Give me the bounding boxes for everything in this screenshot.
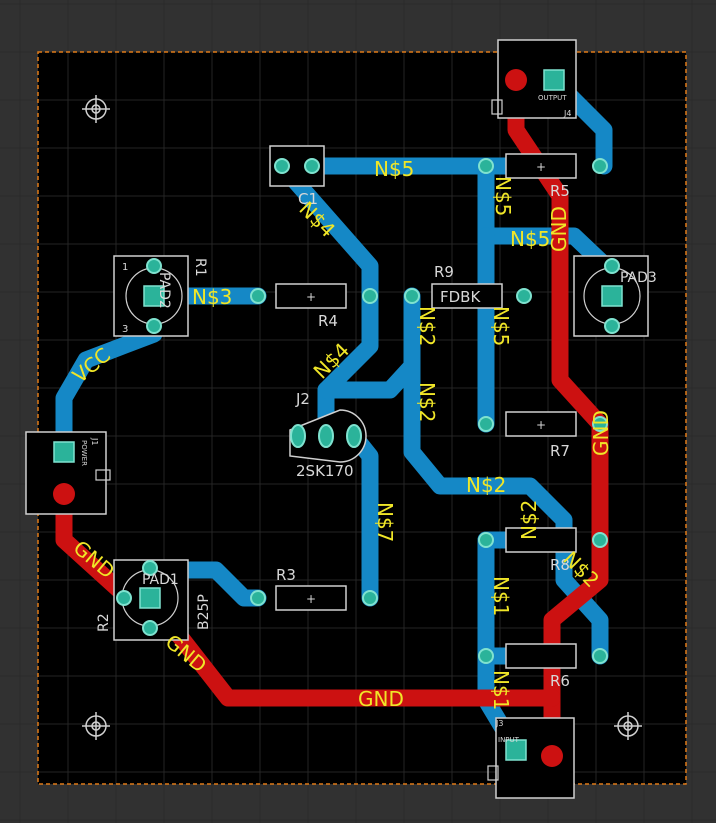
pad-square <box>143 285 165 307</box>
trace-n4-down <box>317 289 379 445</box>
net-label-gnd: GND <box>589 410 613 456</box>
red-pads <box>53 69 563 767</box>
resistor-r8 <box>505 527 577 553</box>
label-power: POWER <box>80 440 88 466</box>
label-r2: R2 <box>96 613 112 632</box>
svg-text:+: + <box>306 290 316 304</box>
mounting-hole <box>614 712 642 740</box>
trace-n2 <box>403 287 573 569</box>
jfet-pads <box>290 424 362 448</box>
label-pad2: PAD2 <box>156 272 172 309</box>
net-label-n2: N$2 <box>466 473 506 497</box>
label-j4: J4 <box>563 109 571 118</box>
net-label-n1: N$1 <box>489 576 513 616</box>
net-label-n7: N$7 <box>373 502 397 542</box>
pin-label: 3 <box>122 324 128 335</box>
label-r3: R3 <box>276 566 296 584</box>
pads <box>53 69 623 761</box>
label-j3: J3 <box>495 719 503 728</box>
label-pad1: PAD1 <box>142 572 179 588</box>
trace-gnd-main <box>507 71 609 765</box>
resistor-r3: + <box>275 585 347 611</box>
svg-text:+: + <box>306 592 316 606</box>
resistor-r7: + <box>505 411 577 437</box>
label-r9-value: FDBK <box>440 288 481 306</box>
svg-text:+: + <box>536 160 546 174</box>
resistor-r6 <box>505 643 577 669</box>
label-j2-value: 2SK170 <box>296 462 354 480</box>
label-j1: J1 <box>90 437 99 445</box>
net-label-n1: N$1 <box>489 670 513 710</box>
net-label-n2: N$2 <box>415 306 439 346</box>
label-r7: R7 <box>550 442 570 460</box>
net-label-n3: N$3 <box>192 285 232 309</box>
label-r4: R4 <box>318 312 338 330</box>
label-c1: C1 <box>298 190 318 208</box>
net-label-n2: N$2 <box>517 500 541 540</box>
label-r6: R6 <box>550 672 570 690</box>
resistor-r5: + <box>505 153 577 179</box>
label-r9: R9 <box>434 263 454 281</box>
pad-square <box>601 285 623 307</box>
label-r5: R5 <box>550 182 570 200</box>
resistor-r4: + <box>275 283 347 309</box>
resistor-r9 <box>431 283 503 309</box>
label-output: OUTPUT <box>538 94 567 102</box>
label-r2-value: B25P <box>196 594 212 630</box>
pad-square <box>53 441 75 463</box>
trace-n4 <box>273 157 379 307</box>
net-label-n5: N$5 <box>491 176 515 216</box>
pad-square <box>139 587 161 609</box>
pad-square <box>505 739 527 761</box>
board-outline <box>37 51 687 785</box>
label-j2: J2 <box>295 390 310 408</box>
label-r1: R1 <box>192 258 208 277</box>
mounting-hole <box>82 712 110 740</box>
svg-text:+: + <box>536 418 546 432</box>
net-label-n5: N$5 <box>374 157 414 181</box>
label-input: INPUT <box>498 736 520 744</box>
net-label-gnd: GND <box>358 687 404 711</box>
net-label-n5: N$5 <box>510 227 550 251</box>
net-label-n2: N$2 <box>415 382 439 422</box>
mounting-hole <box>82 95 110 123</box>
round-pads <box>116 158 620 664</box>
net-label-n5: N$5 <box>489 306 513 346</box>
pin-label: 1 <box>122 262 128 273</box>
pad-square <box>543 69 565 91</box>
label-pad3: PAD3 <box>620 270 657 286</box>
label-r8: R8 <box>550 556 570 574</box>
net-label-gnd: GND <box>547 206 571 252</box>
